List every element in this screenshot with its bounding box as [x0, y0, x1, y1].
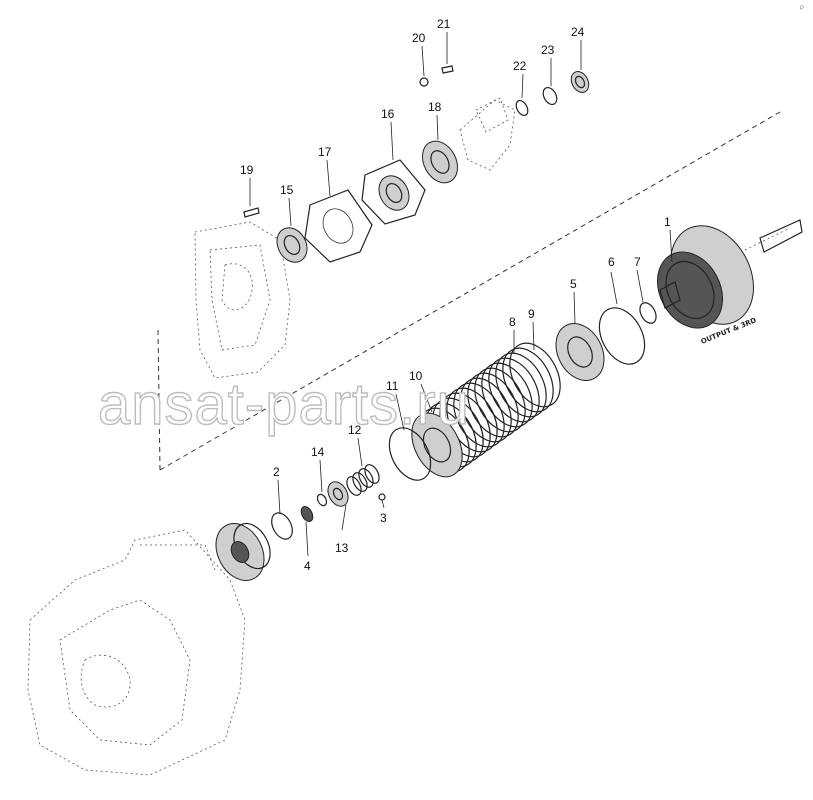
part-5-piston: [555, 323, 605, 381]
callout-4: 4: [304, 559, 311, 573]
part-17-gasket: [304, 189, 373, 263]
callout-18: 18: [428, 100, 442, 114]
part-4-bearing: [300, 506, 314, 522]
callout-19: 19: [240, 163, 254, 177]
callout-10: 10: [409, 369, 423, 383]
callout-labels: 1 2 3 4 5 6 7 8 9 10 11 12 13 14 15 16 1…: [240, 17, 671, 573]
callout-23: 23: [541, 43, 555, 57]
part-6-snap-ring: [598, 307, 646, 365]
corner-mark: P: [800, 6, 804, 12]
part-19-pin: [243, 207, 260, 218]
part-18-bearing: [421, 140, 459, 184]
callout-16: 16: [381, 107, 395, 121]
upper-housing-outline: [194, 221, 291, 379]
part-14-ring: [316, 493, 328, 507]
transmission-case-outline: [27, 529, 246, 776]
callout-22: 22: [513, 59, 527, 73]
part-12-spring: [346, 464, 380, 496]
callout-17: 17: [318, 145, 332, 159]
part-11-snap-ring: [388, 427, 432, 481]
callout-6: 6: [608, 255, 615, 269]
callout-5: 5: [570, 277, 577, 291]
callout-15: 15: [280, 183, 294, 197]
shaft-yoke-outline: [459, 97, 516, 171]
callout-9: 9: [528, 307, 535, 321]
part-7-ring: [639, 302, 657, 324]
callout-20: 20: [412, 31, 426, 45]
assembly-centerline: [159, 111, 781, 471]
part-3-ball: [378, 493, 386, 501]
part-1-output-gear: OUTPUT & 3RD: [657, 219, 803, 346]
callout-1: 1: [664, 215, 671, 229]
clutch-pack: [411, 342, 561, 478]
part-21-pin: [441, 65, 454, 74]
part-16-cover: [361, 159, 426, 225]
callout-7: 7: [634, 255, 641, 269]
part-20-ball: [419, 77, 429, 87]
part-13-retainer: [327, 481, 349, 507]
part-22-washer: [515, 99, 529, 117]
part-23-snap-ring: [542, 86, 558, 106]
callout-3: 3: [380, 511, 387, 525]
part-15-seal: [276, 227, 308, 263]
callout-14: 14: [311, 445, 325, 459]
part-24-bearing-cup: [570, 71, 590, 93]
leader-lines: [249, 32, 673, 557]
callout-8: 8: [509, 315, 516, 329]
callout-21: 21: [437, 17, 451, 31]
callout-12: 12: [348, 423, 362, 437]
callout-2: 2: [273, 465, 280, 479]
part-2-snap-ring: [271, 512, 293, 540]
callout-11: 11: [386, 379, 399, 393]
callout-13: 13: [335, 541, 349, 555]
front-gear-assembly: [215, 522, 271, 581]
callout-24: 24: [571, 25, 585, 39]
watermark-text: ansat-parts.ru: [98, 372, 470, 437]
